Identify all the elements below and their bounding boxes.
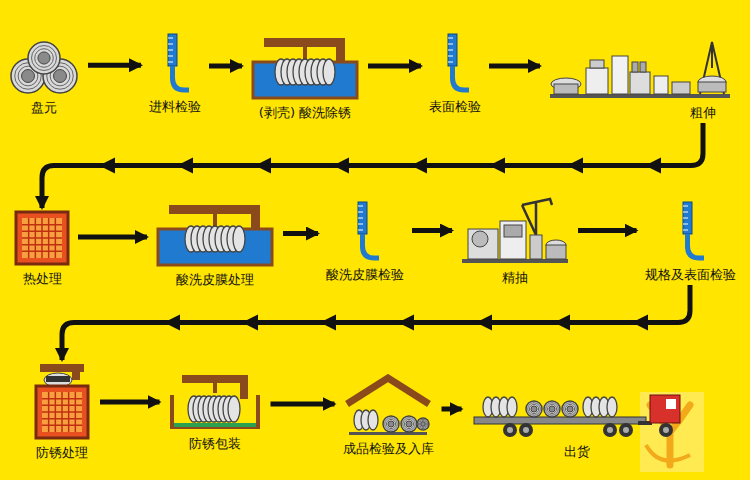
watermark-logo [640,392,704,472]
flow-arrow [209,66,242,67]
process-step: 防锈处理 [28,362,96,461]
process-icon [32,362,92,440]
step-label: 盘元 [31,100,57,116]
flow-arrow [489,66,540,67]
flow-arrowhead [164,315,180,331]
flow-arrowhead [489,158,505,174]
process-step: 酸洗皮膜处理 [151,205,279,288]
flow-line [442,407,462,412]
process-icon [158,32,192,94]
process-icon [8,40,80,95]
flow-line [412,228,452,233]
flow-arrowhead [645,158,661,174]
process-step: 规格及表面检验 [641,200,740,283]
step-label: 表面检验 [429,99,481,115]
process-icon [250,38,360,100]
step-label: 热处理 [23,271,62,287]
step-label: 出货 [564,444,590,460]
step-label: (剥壳) 酸洗除锈 [259,105,351,121]
process-step: 盘元 [4,40,84,116]
process-icon [155,205,275,267]
process-icon [438,32,472,94]
flow-line [88,63,141,68]
process-icon [343,374,433,436]
flow-arrowhead [333,158,349,174]
process-icon [548,38,732,100]
step-label: 规格及表面检验 [645,267,736,283]
process-step: 粗伸 [544,38,736,121]
flow-arrow [412,230,452,231]
flow-arrow [62,285,690,360]
process-step: (剥壳) 酸洗除锈 [246,38,364,121]
flow-arrowhead [255,158,271,174]
flow-line [271,402,335,407]
process-step: 出货 [466,387,689,460]
flow-arrow [442,409,462,410]
flow-arrow [100,402,160,403]
flow-arrow [368,66,421,67]
flow-arrow [271,404,335,405]
process-step: 精抽 [456,195,574,286]
process-step: 表面检验 [425,32,485,115]
flow-line [209,64,242,69]
process-step: 防锈包装 [164,375,267,452]
process-icon [14,210,70,266]
flow-arrowhead [320,315,336,331]
flow-arrowhead [554,315,570,331]
flow-line [42,123,703,208]
flow-arrowhead [177,158,193,174]
flow-arrowhead [567,158,583,174]
step-label: 进料检验 [149,99,201,115]
process-icon [673,200,707,262]
process-step: 进料检验 [145,32,205,115]
process-icon [470,387,685,439]
step-label: 防锈处理 [36,445,88,461]
step-label: 成品检验及入库 [343,441,434,457]
flow-arrowhead [398,315,414,331]
process-step: 酸洗皮膜检验 [322,200,408,283]
process-icon [348,200,382,262]
flow-line [78,235,147,240]
step-label: 粗伸 [690,105,716,121]
flow-line [368,64,421,69]
process-step: 成品检验及入库 [339,374,438,457]
step-label: 酸洗皮膜处理 [176,272,254,288]
flow-line [100,400,160,405]
flow-arrowhead [632,315,648,331]
step-label: 酸洗皮膜检验 [326,267,404,283]
process-icon [168,375,263,431]
step-label: 防锈包装 [189,436,241,452]
step-label: 精抽 [502,270,528,286]
process-step: 热处理 [10,210,74,287]
flow-line [578,228,637,233]
flow-arrow [42,123,703,208]
flow-line [283,231,318,236]
process-icon [460,195,570,265]
flow-arrow [283,233,318,234]
flow-arrowhead [242,315,258,331]
flow-arrow [88,65,141,66]
flow-arrowhead [411,158,427,174]
flow-line [62,285,690,360]
flow-arrow [78,237,147,238]
flow-arrow [578,230,637,231]
flow-line [489,64,540,69]
flow-arrowhead [99,158,115,174]
flow-arrowhead [476,315,492,331]
